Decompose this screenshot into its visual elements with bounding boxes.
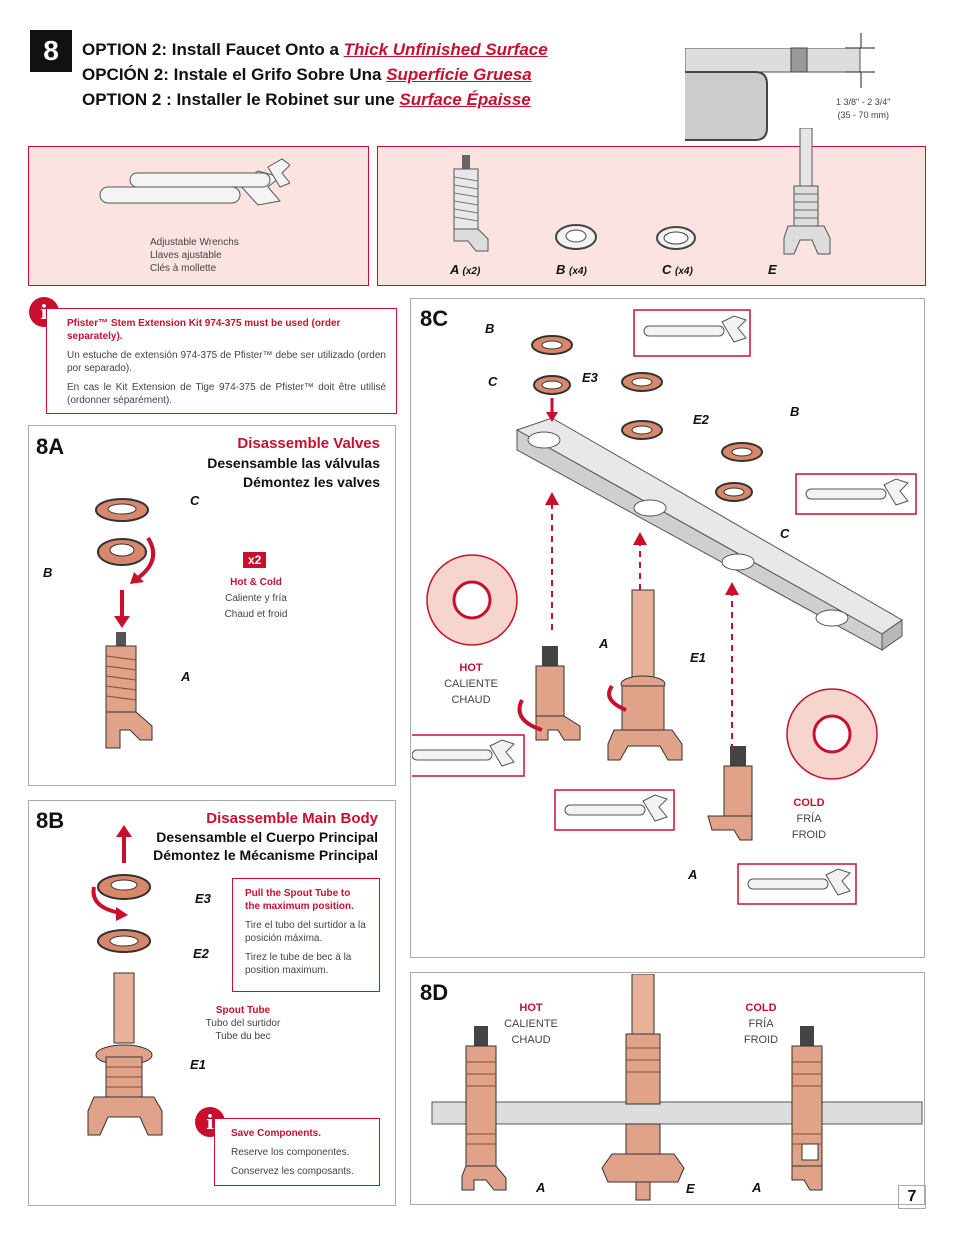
title-en-link: Thick Unfinished Surface xyxy=(343,40,548,59)
label-8c-c-right: C xyxy=(780,526,790,541)
title-es-link: Superficie Gruesa xyxy=(386,65,532,84)
label-8b-e1: E1 xyxy=(190,1057,206,1072)
wrench-icon xyxy=(99,158,290,206)
label-8a-a: A xyxy=(181,669,191,684)
label-8c-c-top: C xyxy=(488,374,498,389)
installed-assembly-illustration xyxy=(431,974,923,1201)
page-number: 7 xyxy=(898,1185,926,1209)
section-8a-header: Disassemble Valves Desensamble las válvu… xyxy=(207,435,380,490)
part-c-label: C (x4) xyxy=(662,262,693,277)
label-8d-a-hot: A xyxy=(536,1180,546,1195)
label-8c-e3: E3 xyxy=(582,370,598,385)
section-8c xyxy=(410,298,925,958)
title-fr: OPTION 2 : Installer le Robinet sur une … xyxy=(82,90,531,109)
installation-illustration xyxy=(412,309,917,905)
pull-spout-note: Pull the Spout Tube to the maximum posit… xyxy=(232,878,380,992)
quantity-badge: x2 xyxy=(243,552,267,568)
lock-nut-icon xyxy=(555,224,597,250)
title-es: OPCIÓN 2: Instale el Grifo Sobre Una Sup… xyxy=(82,65,532,84)
step-number: 8 xyxy=(30,30,72,72)
label-8c-b-top: B xyxy=(485,321,495,336)
section-8d-label: 8D xyxy=(420,980,449,1005)
label-8c-a-hot: A xyxy=(599,636,609,651)
valve-disassembly-illustration xyxy=(95,498,156,749)
label-8d-a-cold: A xyxy=(752,1180,762,1195)
title-fr-link: Surface Épaisse xyxy=(399,90,531,109)
label-8a-b: B xyxy=(43,565,53,580)
section-8d xyxy=(410,972,925,1205)
main-body-icon xyxy=(783,128,831,255)
section-8a-label: 8A xyxy=(36,434,65,459)
washer-icon xyxy=(656,226,696,250)
title-en: OPTION 2: Install Faucet Onto a Thick Un… xyxy=(82,40,548,59)
section-8b-header: Disassemble Main Body Desensamble el Cue… xyxy=(153,810,378,863)
label-8c-e2: E2 xyxy=(693,412,709,427)
label-8c-e1: E1 xyxy=(690,650,706,665)
tools-panel xyxy=(28,146,369,286)
label-8a-c: C xyxy=(190,493,200,508)
stem-extension-note: Pfister™ Stem Extension Kit 974-375 must… xyxy=(46,308,397,414)
part-a-label: A (x2) xyxy=(450,262,481,277)
label-8d-e: E xyxy=(686,1181,695,1196)
thickness-caption: 1 3/8" - 2 3/4"(35 - 70 mm) xyxy=(836,97,891,120)
section-8b xyxy=(28,800,396,1206)
section-8b-label: 8B xyxy=(36,808,65,833)
part-e-label: E xyxy=(768,262,777,277)
save-components-note: Save Components. Reserve los componentes… xyxy=(214,1118,380,1186)
label-8b-e3: E3 xyxy=(195,891,211,906)
label-8b-e2: E2 xyxy=(193,946,209,961)
section-8a xyxy=(28,425,396,786)
section-8c-label: 8C xyxy=(420,306,449,331)
part-b-label: B (x4) xyxy=(556,262,587,277)
label-8c-a-cold: A xyxy=(688,867,698,882)
main-body-disassembly-illustration xyxy=(87,825,163,1136)
countertop-thickness-illustration xyxy=(685,28,875,141)
valve-cartridge-icon xyxy=(453,155,489,252)
label-8c-b-right: B xyxy=(790,404,800,419)
